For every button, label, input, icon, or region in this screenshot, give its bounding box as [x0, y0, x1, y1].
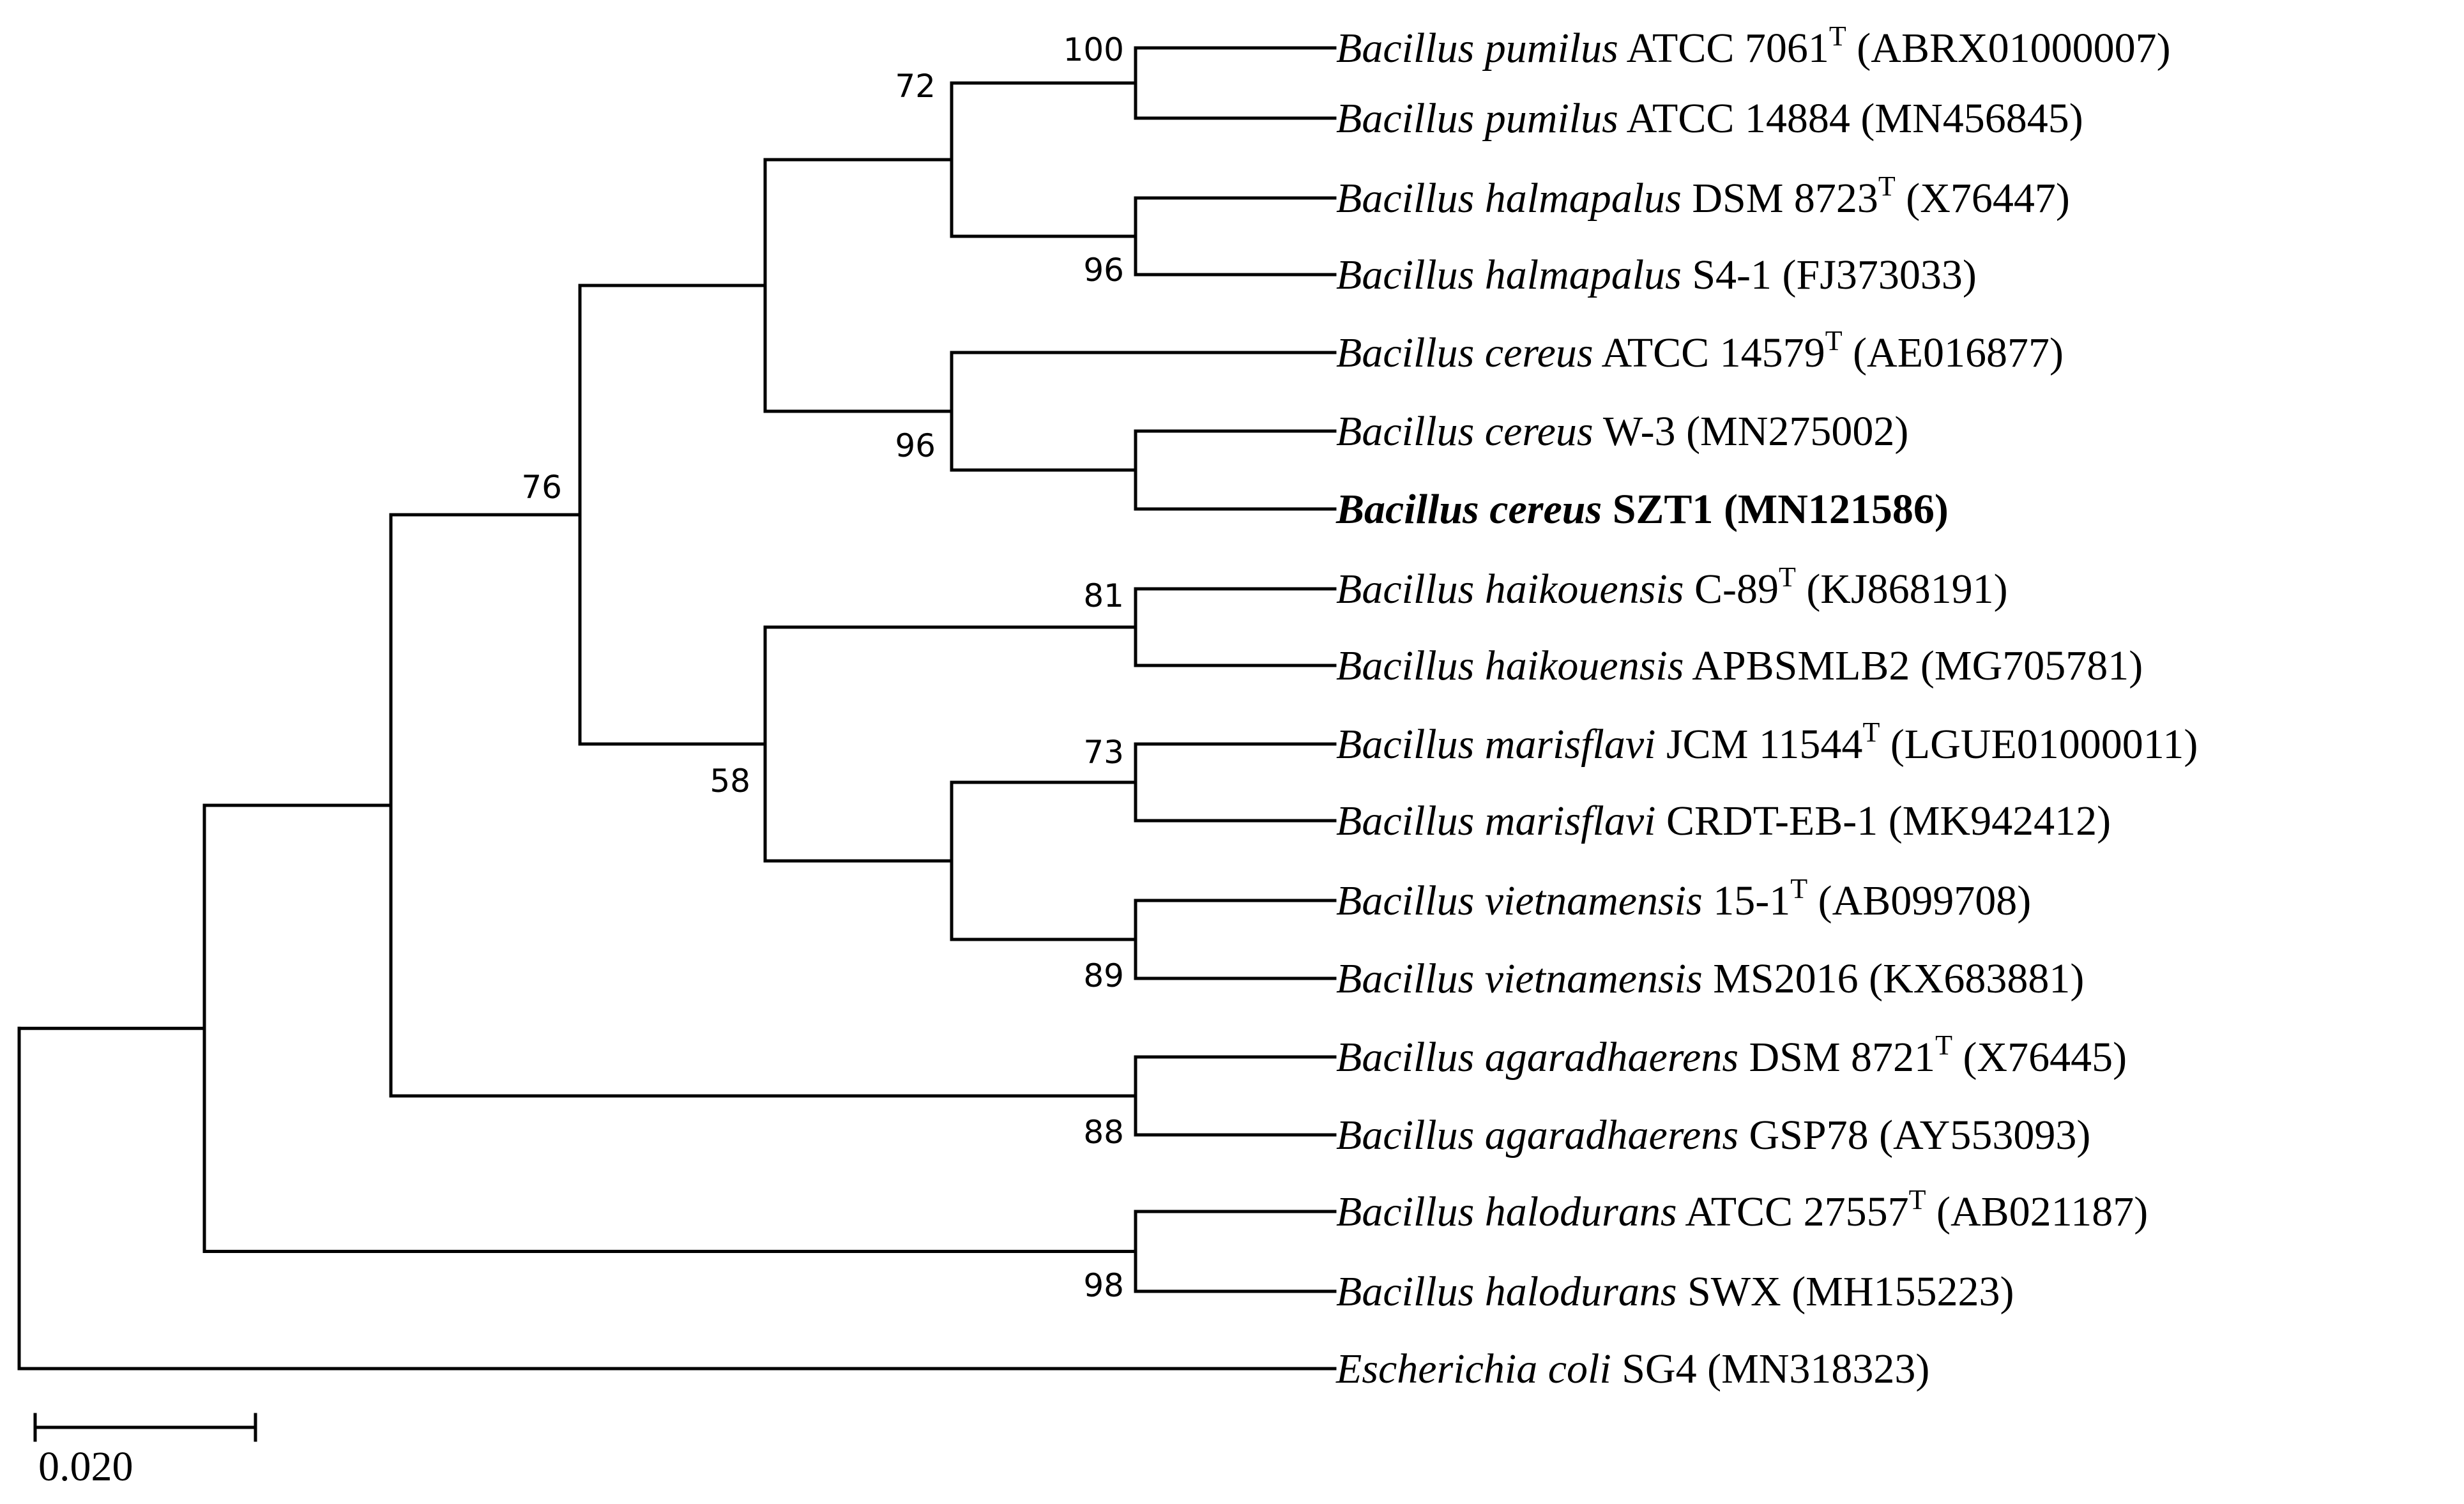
- species-name: Bacillus marisflavi: [1336, 798, 1655, 844]
- species-name: Bacillus cereus: [1336, 408, 1593, 455]
- species-name: Bacillus halodurans: [1336, 1268, 1677, 1315]
- leaf-label-5: Bacillus cereus ATCC 14579T (AE016877): [1336, 325, 2064, 376]
- species-name: Bacillus cereus: [1336, 330, 1593, 376]
- type-strain-mark: T: [1862, 717, 1880, 748]
- leaf-label-4: Bacillus halmapalus S4-1 (FJ373033): [1336, 252, 1977, 298]
- species-name: Bacillus halodurans: [1336, 1189, 1677, 1235]
- accession-number: (KJ868191): [1796, 566, 2008, 612]
- species-name: Bacillus vietnamensis: [1336, 877, 1703, 924]
- accession-number: (AB021187): [1926, 1189, 2148, 1235]
- accession-number: (MN121586): [1713, 486, 1948, 533]
- accession-number: (LGUE01000011): [1880, 721, 2198, 768]
- type-strain-mark: T: [1825, 325, 1843, 356]
- strain-name: DSM 8721: [1738, 1034, 1935, 1081]
- accession-number: (MN456845): [1850, 95, 2083, 142]
- strain-name: SG4: [1611, 1346, 1697, 1392]
- leaf-label-15: Bacillus agaradhaerens GSP78 (AY553093): [1336, 1112, 2090, 1158]
- accession-number: (X76447): [1896, 175, 2070, 222]
- type-strain-mark: T: [1909, 1184, 1926, 1215]
- bootstrap-cereus-clade: 96: [895, 427, 936, 464]
- species-name: Bacillus marisflavi: [1336, 721, 1655, 768]
- species-name: Escherichia coli: [1335, 1346, 1611, 1392]
- leaf-label-10: Bacillus marisflavi JCM 11544T (LGUE0100…: [1336, 717, 2198, 768]
- species-name: Bacillus haikouensis: [1336, 642, 1684, 689]
- strain-name: ATCC 7061: [1618, 25, 1829, 72]
- type-strain-mark: T: [1829, 20, 1846, 52]
- leaf-label-18: Escherichia coli SG4 (MN318323): [1335, 1346, 1929, 1392]
- strain-name: GSP78: [1738, 1112, 1869, 1158]
- bootstrap-agaradhaerens-clade: 88: [1083, 1114, 1124, 1151]
- bootstrap-pumilus-clade: 100: [1063, 31, 1124, 68]
- accession-number: (ABRX01000007): [1846, 25, 2171, 72]
- strain-name: CRDT-EB-1: [1655, 798, 1878, 844]
- leaf-label-9: Bacillus haikouensis APBSMLB2 (MG705781): [1336, 642, 2143, 689]
- bootstrap-root-ingroup-clade: 76: [521, 469, 562, 506]
- type-strain-mark: T: [1779, 561, 1796, 593]
- bootstrap-halmapalus-clade: 96: [1083, 252, 1124, 289]
- scale-bar-label: 0.020: [38, 1443, 133, 1490]
- accession-number: (MG705781): [1910, 642, 2143, 689]
- leaf-label-11: Bacillus marisflavi CRDT-EB-1 (MK942412): [1336, 798, 2111, 844]
- strain-name: DSM 8723: [1682, 175, 1878, 222]
- scale-bar: 0.020: [33, 1413, 257, 1490]
- bootstrap-vietnamensis-clade: 89: [1083, 957, 1124, 994]
- accession-number: (KX683881): [1859, 955, 2085, 1002]
- strain-name: SWX: [1677, 1268, 1781, 1315]
- bootstrap-haikouensis-marisflavi-vietnamensis-clade: 58: [710, 763, 750, 800]
- strain-name: 15-1: [1703, 877, 1790, 924]
- strain-name: MS2016: [1703, 955, 1859, 1002]
- strain-name: ATCC 14884: [1618, 95, 1850, 142]
- accession-number: (AY553093): [1869, 1112, 2091, 1158]
- type-strain-mark: T: [1935, 1029, 1952, 1061]
- species-name: Bacillus halmapalus: [1336, 252, 1682, 298]
- type-strain-mark: T: [1878, 171, 1896, 202]
- accession-number: (X76445): [1952, 1034, 2127, 1081]
- bootstrap-marisflavi-clade: 73: [1083, 734, 1124, 771]
- strain-name: ATCC 14579: [1593, 330, 1825, 376]
- strain-name: SZT1: [1602, 486, 1713, 533]
- species-name: Bacillus haikouensis: [1336, 566, 1684, 612]
- leaf-label-12: Bacillus vietnamensis 15-1T (AB099708): [1336, 873, 2031, 924]
- leaf-label-8: Bacillus haikouensis C-89T (KJ868191): [1336, 561, 2008, 612]
- species-name: Bacillus pumilus: [1336, 25, 1618, 72]
- leaf-label-14: Bacillus agaradhaerens DSM 8721T (X76445…: [1336, 1029, 2127, 1081]
- leaf-label-6: Bacillus cereus W-3 (MN275002): [1336, 408, 1908, 455]
- bootstrap-values: 100 72 96 96 76 81 58 73 89 88 98: [521, 31, 1124, 1304]
- strain-name: ATCC 27557: [1677, 1189, 1909, 1235]
- accession-number: (MN275002): [1676, 408, 1909, 455]
- leaf-label-13: Bacillus vietnamensis MS2016 (KX683881): [1336, 955, 2084, 1002]
- species-name: Bacillus halmapalus: [1336, 175, 1682, 222]
- accession-number: (MK942412): [1878, 798, 2111, 844]
- species-name: Bacillus vietnamensis: [1336, 955, 1703, 1002]
- species-name: Bacillus agaradhaerens: [1336, 1034, 1738, 1081]
- leaf-label-3: Bacillus halmapalus DSM 8723T (X76447): [1336, 171, 2070, 222]
- accession-number: (MN318323): [1697, 1346, 1930, 1392]
- leaf-label-17: Bacillus halodurans SWX (MH155223): [1336, 1268, 2014, 1315]
- bootstrap-haikouensis-clade: 81: [1083, 577, 1124, 614]
- bootstrap-pumilus-halmapalus-clade: 72: [895, 68, 936, 105]
- leaf-labels: Bacillus pumilus ATCC 7061T (ABRX0100000…: [1335, 20, 2198, 1392]
- tree-branches: [17, 46, 1337, 1371]
- accession-number: (FJ373033): [1772, 252, 1977, 298]
- leaf-label-1: Bacillus pumilus ATCC 7061T (ABRX0100000…: [1336, 20, 2171, 72]
- accession-number: (MH155223): [1781, 1268, 2014, 1315]
- accession-number: (AE016877): [1843, 330, 2064, 376]
- type-strain-mark: T: [1790, 873, 1807, 904]
- strain-name: S4-1: [1682, 252, 1772, 298]
- species-name: Bacillus agaradhaerens: [1336, 1112, 1738, 1158]
- leaf-label-16: Bacillus halodurans ATCC 27557T (AB02118…: [1336, 1184, 2148, 1235]
- leaf-label-7: Bacillus cereus SZT1 (MN121586): [1335, 486, 1949, 533]
- bootstrap-halodurans-clade: 98: [1083, 1267, 1124, 1304]
- strain-name: APBSMLB2: [1684, 642, 1910, 689]
- species-name: Bacillus cereus: [1335, 486, 1602, 533]
- strain-name: JCM 11544: [1655, 721, 1862, 768]
- leaf-label-2: Bacillus pumilus ATCC 14884 (MN456845): [1336, 95, 2083, 142]
- accession-number: (AB099708): [1807, 877, 2031, 924]
- strain-name: W-3: [1593, 408, 1676, 455]
- species-name: Bacillus pumilus: [1336, 95, 1618, 142]
- strain-name: C-89: [1684, 566, 1779, 612]
